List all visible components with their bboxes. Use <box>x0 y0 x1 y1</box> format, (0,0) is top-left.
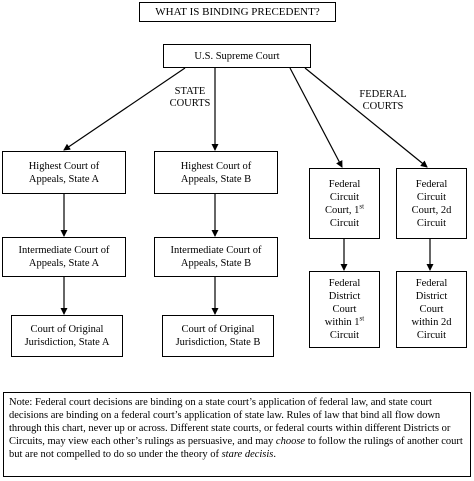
node-us-supreme-court: U.S. Supreme Court <box>163 44 311 68</box>
note-text-part2: to follow the rulings of another court b… <box>9 436 463 460</box>
node-text-line: Federal <box>328 178 361 190</box>
arrow-supreme-to-highest-a <box>63 67 186 151</box>
node-text-line: Appeals, State A <box>28 173 100 185</box>
label-state-line1: STATE <box>174 86 206 97</box>
node-text-line: Circuit <box>329 217 360 229</box>
ordinal-suffix: st <box>359 314 365 323</box>
node-text-line: Appeals, State A <box>28 258 100 269</box>
node-text-line: within 2d <box>411 317 452 328</box>
node-text-line: District <box>415 291 448 302</box>
arrow-supreme-to-circuit-2 <box>304 67 428 168</box>
node-text-part: within 1 <box>324 317 360 328</box>
node-text-line: Federal <box>328 278 361 289</box>
label-federal-line1: FEDERAL <box>359 89 407 100</box>
node-text-line: Court, 1st <box>324 202 365 217</box>
node-highest-court-state-b: Highest Court of Appeals, State B <box>154 151 278 194</box>
node-text-line: Circuit <box>416 330 447 341</box>
label-state-line2: COURTS <box>169 98 211 109</box>
note-text-stare-decisis: stare decisis <box>221 449 274 460</box>
node-text-line: Court of Original <box>30 324 104 335</box>
note-text-part1: Note: Federal court decisions are bindin… <box>9 397 451 447</box>
node-intermediate-court-state-a: Intermediate Court of Appeals, State A <box>2 237 126 277</box>
node-federal-district-court-2d: Federal District Court within 2d Circuit <box>396 271 467 348</box>
node-text-line: Jurisdiction, State B <box>175 337 261 348</box>
node-text-line: Circuit <box>329 191 360 203</box>
node-original-court-state-a: Court of Original Jurisdiction, State A <box>11 315 123 357</box>
node-text-line: Appeals, State B <box>180 173 252 185</box>
node-text-line: Circuit <box>416 191 447 203</box>
node-text-line: Federal <box>415 278 448 289</box>
node-federal-circuit-court-1st: Federal Circuit Court, 1st Circuit <box>309 168 380 239</box>
node-text-line: Circuit <box>329 330 360 341</box>
node-text-line: Appeals, State B <box>180 258 252 269</box>
node-text-line: within 1st <box>324 314 365 329</box>
node-federal-circuit-court-2d: Federal Circuit Court, 2d Circuit <box>396 168 467 239</box>
node-text-line: District <box>328 291 361 302</box>
node-federal-district-court-1st: Federal District Court within 1st Circui… <box>309 271 380 348</box>
node-text-line: Court <box>419 304 444 315</box>
node-us-supreme-court-text: U.S. Supreme Court <box>194 50 280 62</box>
node-text-line: Intermediate Court of <box>18 245 110 256</box>
node-text-line: Highest Court of <box>180 160 252 172</box>
ordinal-suffix: st <box>359 202 365 210</box>
node-text-line: Federal <box>415 178 448 190</box>
label-federal-courts: FEDERAL COURTS <box>348 89 418 113</box>
node-highest-court-state-a: Highest Court of Appeals, State A <box>2 151 126 194</box>
node-text-line: Jurisdiction, State A <box>24 337 110 348</box>
node-text-line: Circuit <box>416 217 447 229</box>
node-text-line: Intermediate Court of <box>170 245 262 256</box>
note-text-choose: choose <box>275 436 306 447</box>
arrow-supreme-to-circuit-1 <box>289 67 343 168</box>
node-original-court-state-b: Court of Original Jurisdiction, State B <box>162 315 274 357</box>
label-state-courts: STATE COURTS <box>155 86 225 110</box>
node-text-line: Court of Original <box>181 324 255 335</box>
label-federal-line2: COURTS <box>362 101 404 112</box>
node-intermediate-court-state-b: Intermediate Court of Appeals, State B <box>154 237 278 277</box>
node-text-line: Court <box>332 304 357 315</box>
note-text-part3: . <box>273 449 277 460</box>
diagram-title-text: WHAT IS BINDING PRECEDENT? <box>155 5 320 18</box>
note-box: Note: Federal court decisions are bindin… <box>3 392 471 477</box>
node-text-line: Highest Court of <box>28 160 100 172</box>
node-text-part: Court, 1 <box>324 204 360 216</box>
node-text-line: Court, 2d <box>411 204 452 216</box>
diagram-title: WHAT IS BINDING PRECEDENT? <box>139 2 336 22</box>
